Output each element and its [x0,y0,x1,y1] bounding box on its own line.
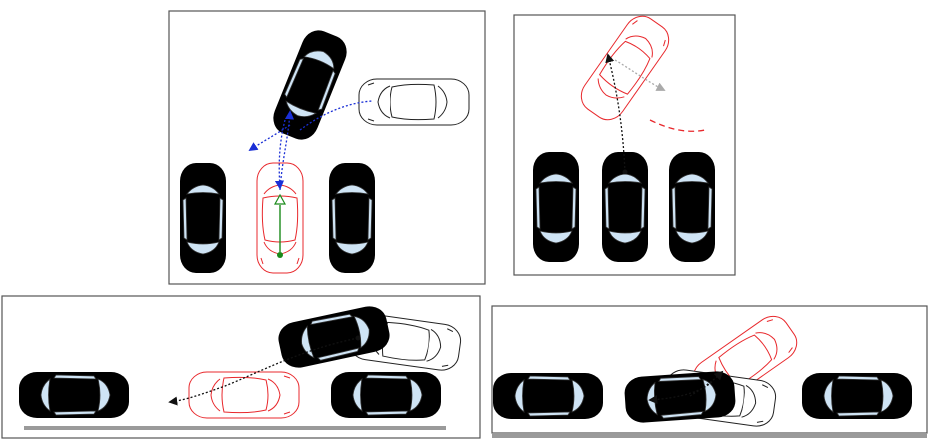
panel-frame [168,10,486,285]
path-start-dot [355,335,361,341]
path-start-dot [622,169,628,175]
panel-frame [491,305,928,434]
black-path-forward [605,53,626,173]
parked-car-front [330,371,442,419]
parked-car-rear [492,372,604,420]
parked-car-left [532,151,580,263]
panel-perpendicular-entry [513,9,736,276]
black-path-forward [689,370,724,397]
grey-path-turn [614,59,666,91]
panel-frame [1,295,481,439]
panel-parallel-exit [1,295,481,439]
ghost-car-start [188,371,300,419]
parked-car-front [801,372,913,420]
parked-car-right [668,151,716,263]
path-marker-triangle-icon [273,193,287,205]
black-path-reverse [168,337,359,406]
parked-car-rear [18,371,130,419]
panel-parallel-entry [491,305,928,438]
ghost-turn-arc [649,119,706,132]
ghost-car-start [574,9,676,127]
parked-car-right [328,162,376,274]
blue-path-down [274,119,286,190]
active-car [267,24,353,146]
outline-car-final [358,78,470,126]
active-car [601,151,649,263]
panel-perpendicular-exit [168,10,486,285]
blue-path-left [248,124,291,152]
active-car [623,369,737,425]
parked-car-left [179,162,227,274]
path-start-dot [277,252,283,258]
black-path-back [648,381,713,405]
panel-frame [513,14,736,276]
